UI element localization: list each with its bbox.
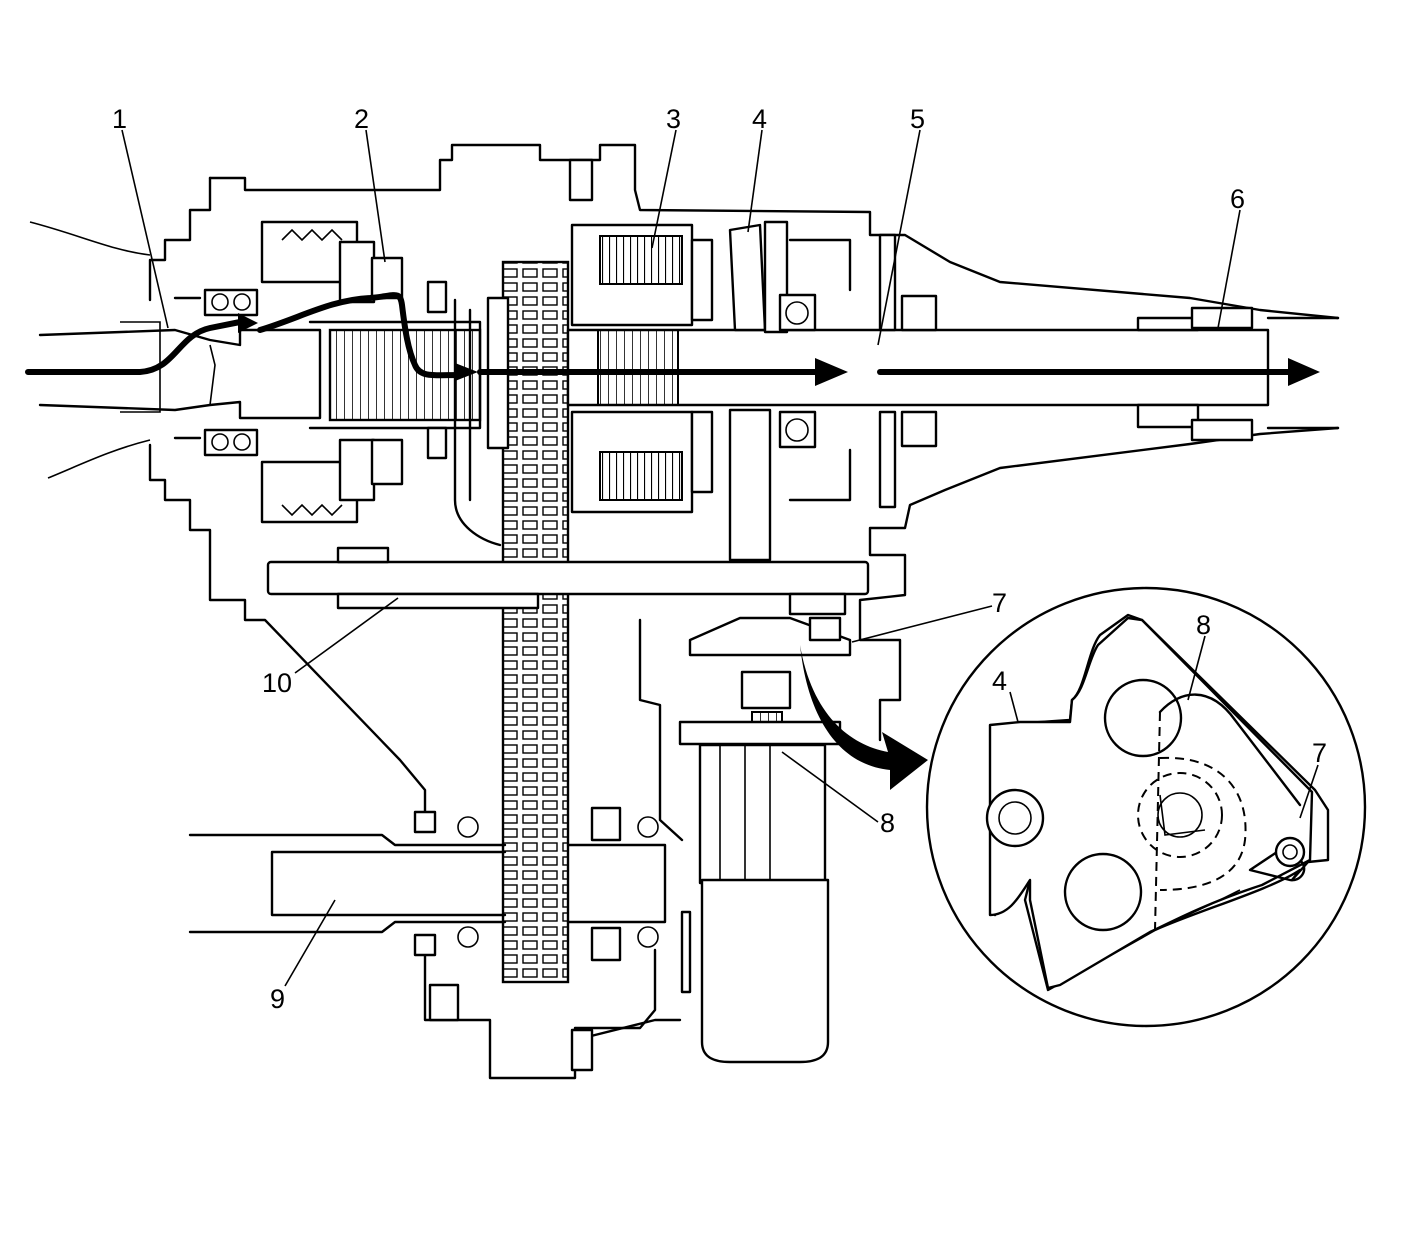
callout-7: 7 xyxy=(992,588,1007,618)
leader-lines xyxy=(121,129,1319,987)
shift-rail xyxy=(266,546,870,616)
output-yoke-upper xyxy=(1136,316,1200,332)
callout-8: 8 xyxy=(880,808,895,838)
rear-output-shaft xyxy=(566,306,1340,442)
power-flow-path xyxy=(25,292,1320,386)
rear-bearings xyxy=(778,233,938,509)
callout-2: 2 xyxy=(354,104,369,134)
input-bearing-assembly xyxy=(260,220,376,524)
callout-5: 5 xyxy=(910,104,925,134)
front-output-shaft xyxy=(188,806,692,1022)
clutch-pack xyxy=(570,223,714,514)
callout-10: 10 xyxy=(262,668,292,698)
callout-3: 3 xyxy=(666,104,681,134)
input-shaft xyxy=(38,288,322,457)
detail-circle xyxy=(925,586,1367,1028)
callout-labels: 1 2 3 4 5 6 7 8 9 10 4 8 7 xyxy=(112,104,1327,1014)
detail-pin-upper xyxy=(1103,678,1183,758)
callout-4: 4 xyxy=(752,104,767,134)
detail-pin-lower xyxy=(1063,852,1143,932)
flow-arrow-head-center xyxy=(815,358,848,386)
detail-pivot xyxy=(1274,836,1306,868)
callout-6: 6 xyxy=(1230,184,1245,214)
callout-7-detail: 7 xyxy=(1312,738,1327,768)
callout-8-detail: 8 xyxy=(1196,610,1211,640)
front-bearing-lower xyxy=(203,428,259,457)
shift-fork-2 xyxy=(370,256,404,300)
callout-4-detail: 4 xyxy=(992,666,1007,696)
front-bearing-upper xyxy=(203,288,259,317)
callout-1: 1 xyxy=(112,104,127,134)
callout-9: 9 xyxy=(270,984,285,1014)
transfer-case-housing xyxy=(29,143,1340,1080)
detail-callout-arrow xyxy=(800,645,928,790)
flow-arrow-head-output xyxy=(1288,358,1320,386)
detail-view xyxy=(925,586,1367,1028)
cam-lever-plate xyxy=(728,220,789,562)
